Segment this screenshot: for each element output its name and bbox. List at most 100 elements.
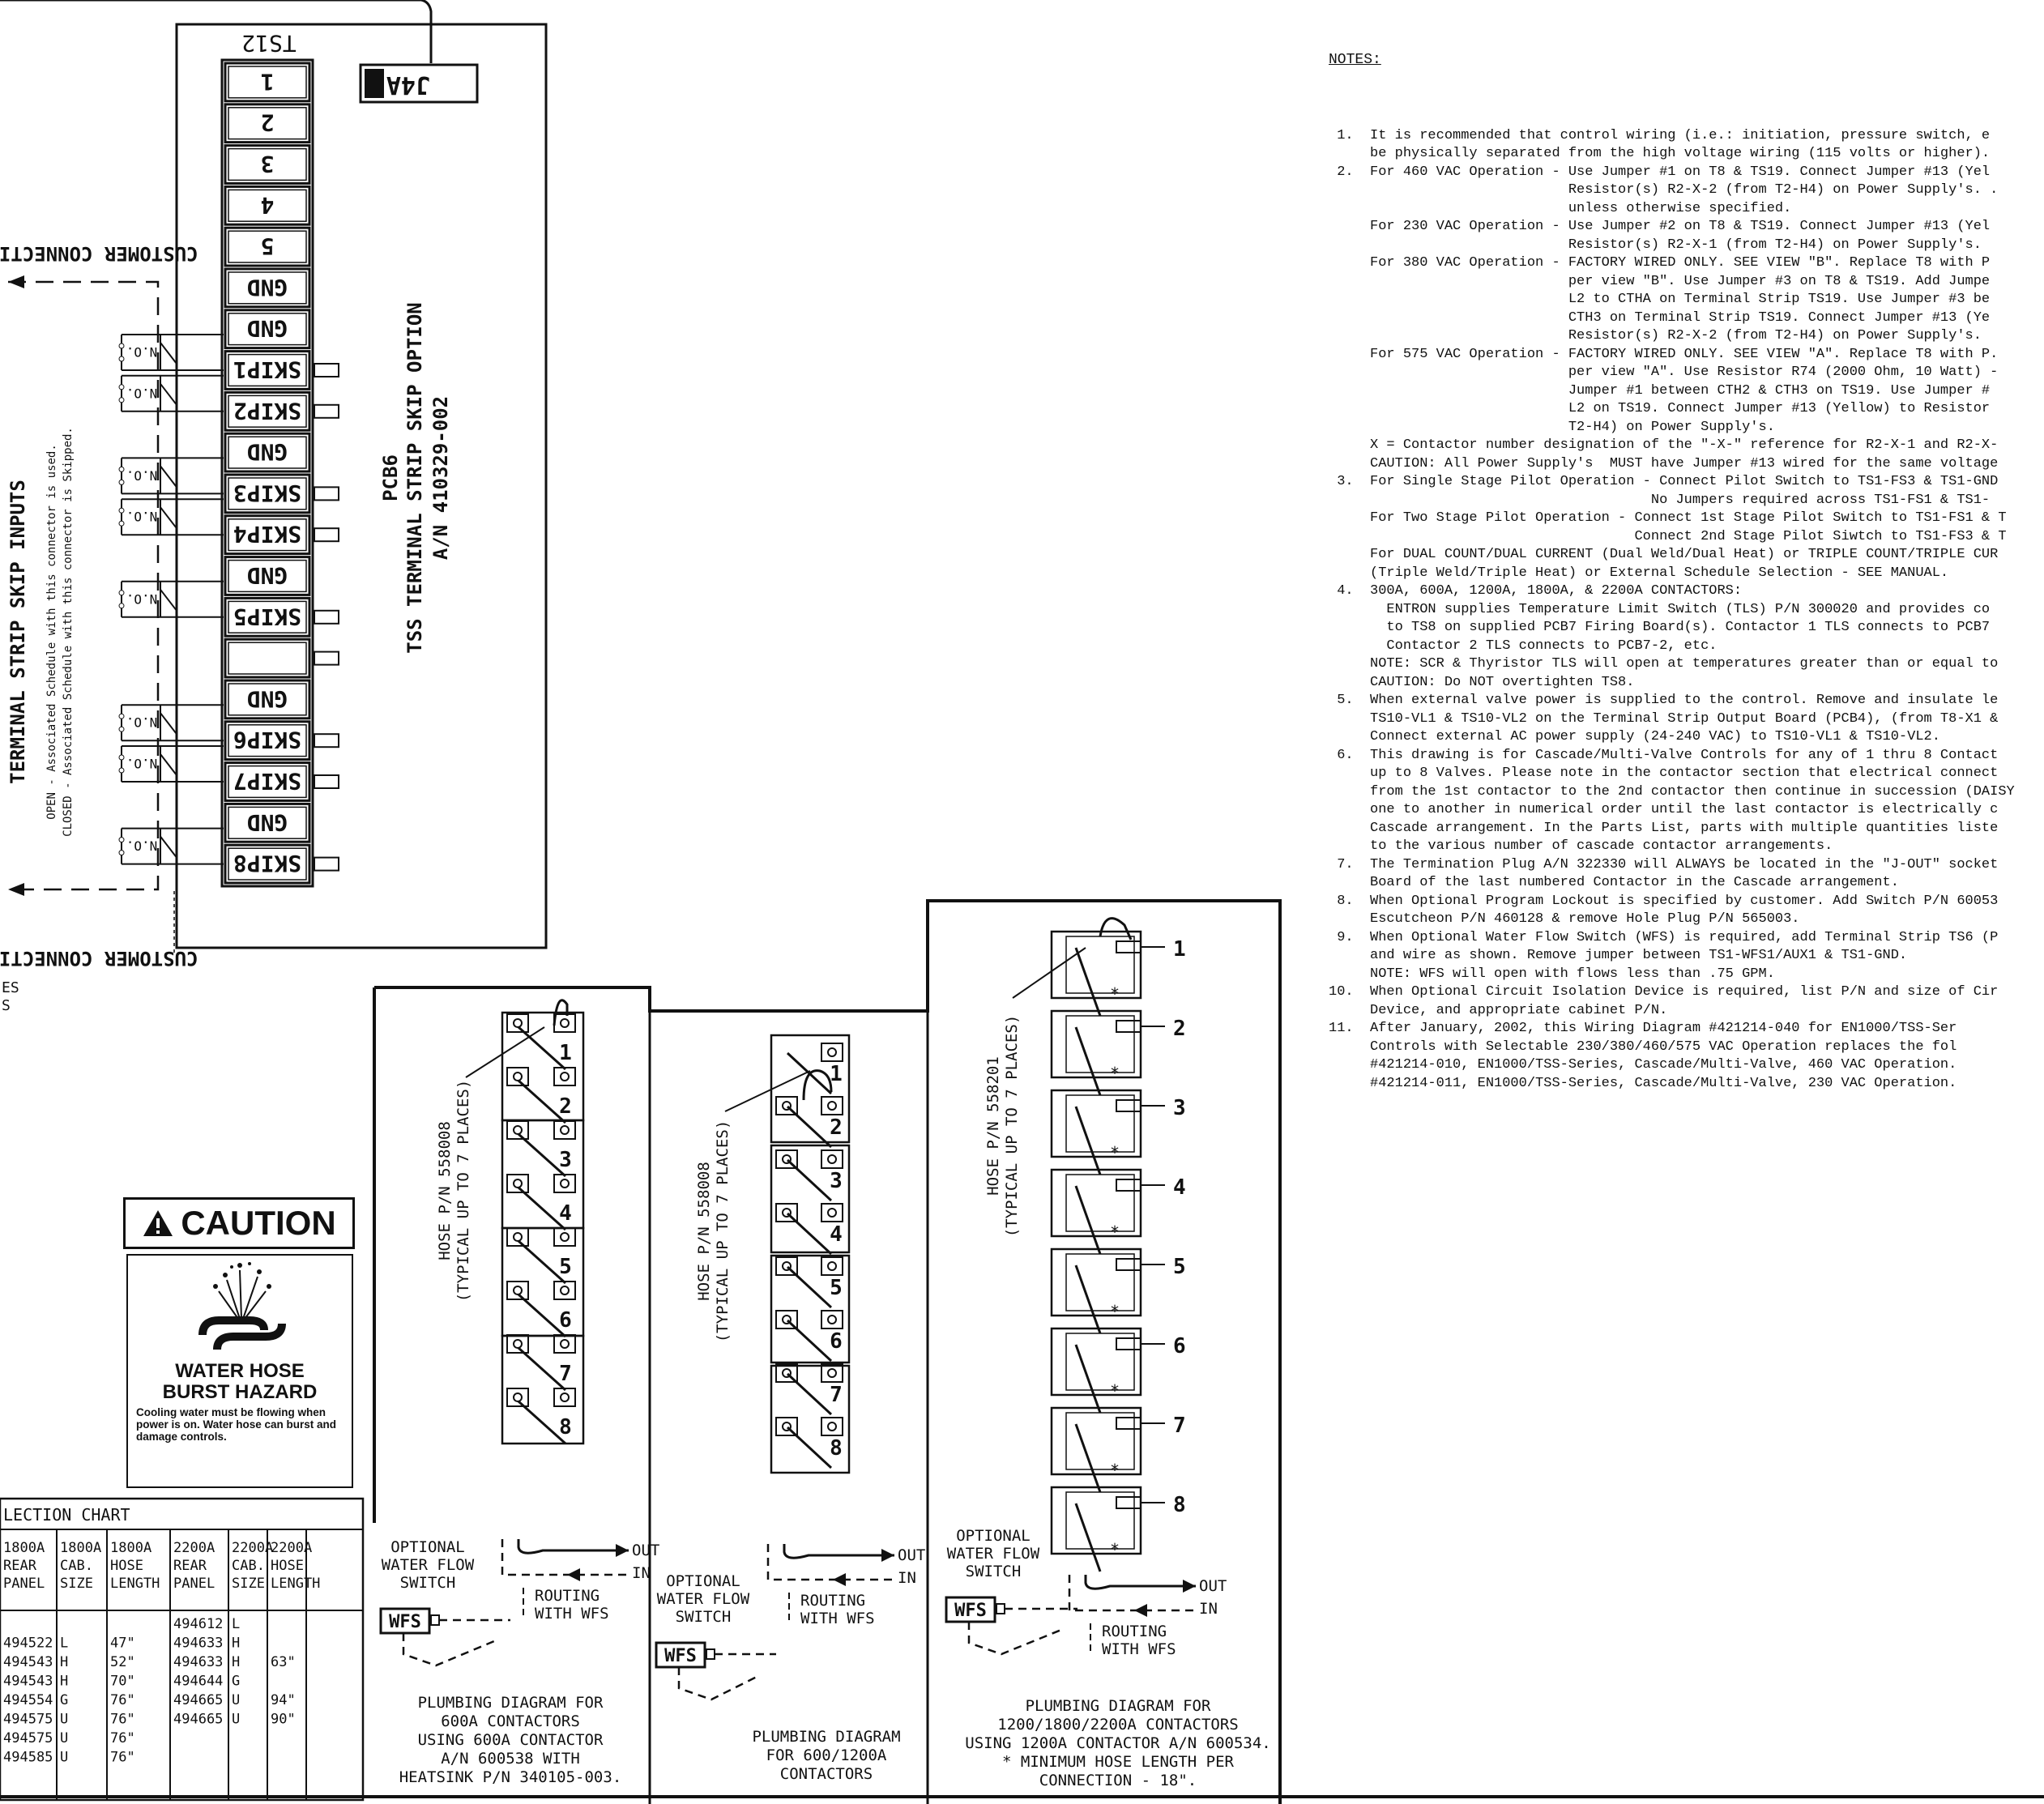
- selection-chart-cell: H: [60, 1654, 68, 1670]
- skip-jumper-tab: [314, 486, 339, 501]
- terminal-block: [224, 267, 311, 309]
- note-line: Connect external AC power supply (24-240…: [1329, 729, 1940, 744]
- note-line: Connect 2nd Stage Pilot Siwtch to TS1-FS…: [1329, 528, 2007, 544]
- note-line: from the 1st contactor to the 2nd contac…: [1329, 783, 2015, 800]
- selection-chart-cell: G: [60, 1692, 68, 1708]
- note-line: L2 to CTHA on Terminal Strip TS19. Use J…: [1329, 292, 1991, 307]
- terminal-block: [224, 843, 311, 885]
- terminal-label: SKIP5: [233, 603, 301, 630]
- selection-chart-header: 2200A: [173, 1540, 215, 1556]
- terminal-label: SKIP2: [233, 398, 301, 424]
- pcb-name: PCB6: [379, 454, 402, 501]
- contactor-number: 1: [1173, 937, 1186, 962]
- optional-wfs-label: SWITCH: [676, 1608, 732, 1626]
- contactor-block: [501, 1334, 585, 1445]
- terminal-label: GND: [247, 685, 288, 712]
- contactor-block: [1050, 1486, 1142, 1555]
- selection-chart-cell: 494644: [173, 1674, 223, 1690]
- note-line: NOTE: SCR & Thyristor TLS will open at t…: [1329, 656, 1999, 672]
- selection-chart-header: 1800A: [3, 1540, 45, 1556]
- in-label: IN: [632, 1564, 651, 1582]
- skip-inputs-closed: CLOSED - Associated Schedule with this c…: [62, 427, 75, 837]
- min-length-asterisk: *: [1110, 1302, 1120, 1321]
- note-line: 1. It is recommended that control wiring…: [1329, 127, 1991, 143]
- out-label: OUT: [898, 1546, 925, 1564]
- selection-chart-cell: 494633: [173, 1654, 223, 1670]
- note-line: 10. When Optional Circuit Isolation Devi…: [1329, 984, 1999, 1000]
- selection-chart-cell: 494522: [3, 1636, 53, 1652]
- selection-chart-header: LENGTH: [271, 1576, 320, 1592]
- routing-label: ROUTING: [1102, 1623, 1167, 1640]
- no-contact-label: N.O.: [126, 467, 158, 483]
- notes-panel: NOTES: 1. It is recommended that control…: [1329, 15, 2042, 1111]
- note-line: T2-H4) on Power Supply's.: [1329, 419, 1775, 435]
- contactor-block: [1050, 1406, 1142, 1476]
- notes-list: 1. It is recommended that control wiring…: [1329, 127, 2042, 1094]
- customer-connections-top: CUSTOMER CONNECTIONS: [0, 242, 198, 265]
- terminal-block: [224, 596, 311, 638]
- note-line: 9. When Optional Water Flow Switch (WFS)…: [1329, 929, 1999, 945]
- note-line: Cascade arrangement. In the Parts List, …: [1329, 820, 1999, 836]
- skip-jumper-tab: [314, 609, 339, 625]
- selection-chart-cell: U: [60, 1730, 68, 1746]
- terminal-block: [224, 432, 311, 473]
- min-length-asterisk: *: [1110, 1143, 1120, 1162]
- selection-chart-cell: 494543: [3, 1674, 53, 1690]
- j4a-connector: J4A: [359, 63, 479, 104]
- plumbing-caption: HEATSINK P/N 340105-003.: [399, 1768, 622, 1786]
- contactor-number: 3: [1173, 1096, 1186, 1120]
- note-line: TS10-VL1 & TS10-VL2 on the Terminal Stri…: [1329, 710, 1999, 727]
- routing-label: WITH WFS: [1102, 1640, 1176, 1658]
- contactor-number: 5: [1173, 1255, 1186, 1279]
- skip-inputs-title: TERMINAL STRIP SKIP INPUTS: [6, 480, 29, 784]
- min-length-asterisk: *: [1110, 1540, 1120, 1559]
- min-length-asterisk: *: [1110, 1461, 1120, 1480]
- note-line: Resistor(s) R2-X-1 (from T2-H4) on Power…: [1329, 237, 1982, 253]
- min-length-asterisk: *: [1110, 1381, 1120, 1401]
- note-line: one to another in numerical order until …: [1329, 802, 1999, 817]
- terminal-label: 4: [261, 192, 275, 219]
- hazard-text: Cooling water must be flowing when power…: [136, 1406, 337, 1443]
- contactor-block: [1050, 930, 1142, 1000]
- out-label: OUT: [1199, 1577, 1227, 1595]
- optional-wfs-label: WATER FLOW: [382, 1556, 475, 1574]
- contactor-block: [770, 1144, 851, 1254]
- selection-chart-cell: U: [232, 1712, 240, 1728]
- contactor-number: 2: [559, 1094, 572, 1119]
- contactor-number: 7: [830, 1383, 843, 1407]
- pcb-title: TSS TERMINAL STRIP SKIP OPTION: [403, 302, 426, 653]
- optional-wfs-label: SWITCH: [400, 1574, 456, 1592]
- selection-chart-title: LECTION CHART: [3, 1505, 130, 1525]
- selection-chart-cell: H: [232, 1636, 240, 1652]
- selection-chart-cell: L: [232, 1616, 240, 1632]
- terminal-block: [224, 802, 311, 843]
- selection-chart-cell: 76": [110, 1712, 135, 1728]
- terminal-block: [224, 390, 311, 432]
- warning-triangle-icon: [143, 1210, 173, 1236]
- terminal-label: 5: [261, 233, 275, 260]
- note-line: For 230 VAC Operation - Use Jumper #2 on…: [1329, 219, 1991, 234]
- terminal-block: [224, 473, 311, 514]
- note-line: For 380 VAC Operation - FACTORY WIRED ON…: [1329, 255, 1991, 271]
- selection-chart-cell: 90": [271, 1712, 296, 1728]
- no-contact-label: N.O.: [126, 344, 158, 360]
- contactor-number: 6: [1173, 1334, 1186, 1358]
- hose-part-number: HOSE P/N 558008: [436, 1121, 454, 1260]
- contactor-number: 4: [830, 1222, 843, 1247]
- min-length-asterisk: *: [1110, 984, 1120, 1004]
- note-line: to the various number of cascade contact…: [1329, 838, 1833, 854]
- selection-chart-cell: 76": [110, 1692, 135, 1708]
- note-line: Escutcheon P/N 460128 & remove Hole Plug…: [1329, 911, 1800, 927]
- terminal-block: [224, 720, 311, 761]
- selection-chart-cell: 494575: [3, 1712, 53, 1728]
- note-line: No Jumpers required across TS1-FS1 & TS1…: [1329, 492, 1991, 508]
- plumbing-caption: USING 600A CONTACTOR: [418, 1731, 604, 1749]
- note-line: For Two Stage Pilot Operation - Connect …: [1329, 510, 2007, 526]
- note-line: up to 8 Valves. Please note in the conta…: [1329, 766, 1999, 781]
- selection-chart-cell: 494665: [173, 1692, 223, 1708]
- selection-chart-cell: 494612: [173, 1616, 223, 1632]
- terminal-block: [224, 679, 311, 720]
- contactor-number: 1: [559, 1041, 572, 1065]
- plumbing-caption: 600A CONTACTORS: [441, 1712, 580, 1730]
- note-line: 3. For Single Stage Pilot Operation - Co…: [1329, 474, 1999, 489]
